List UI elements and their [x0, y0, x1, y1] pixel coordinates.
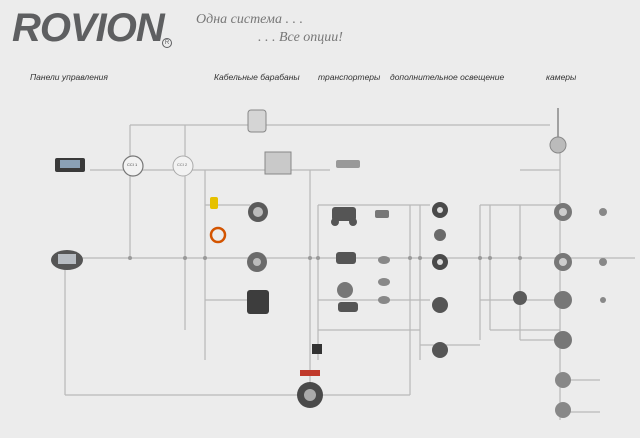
cci1-label: CCI 1	[127, 162, 138, 167]
transporters	[331, 160, 390, 312]
cci1-node	[122, 155, 144, 177]
category-cameras: камеры	[546, 72, 577, 82]
connection-lines	[64, 110, 635, 420]
cable-drums	[209, 109, 292, 314]
cameras	[513, 108, 607, 418]
category-transporters: транспортеры	[318, 72, 381, 82]
tagline-one-system: Одна система . . .	[196, 12, 303, 27]
bottom-drum	[297, 344, 323, 408]
lighting-units	[432, 202, 448, 358]
registered-mark-icon: R	[162, 38, 172, 48]
category-additional-lighting: дополнительное освещение	[390, 72, 505, 82]
rovion-logo: ROVION	[12, 6, 165, 50]
tagline-all-options: . . . Все опции!	[258, 30, 343, 45]
cci2-label: CCI 2	[177, 162, 188, 167]
control-panel-top	[55, 158, 85, 172]
cci2-node	[172, 155, 194, 177]
category-control-panels: Панели управления	[30, 72, 108, 82]
category-cable-drums: Кабельные барабаны	[214, 72, 300, 82]
control-panel-middle	[51, 250, 83, 270]
junction-dots	[63, 256, 562, 260]
